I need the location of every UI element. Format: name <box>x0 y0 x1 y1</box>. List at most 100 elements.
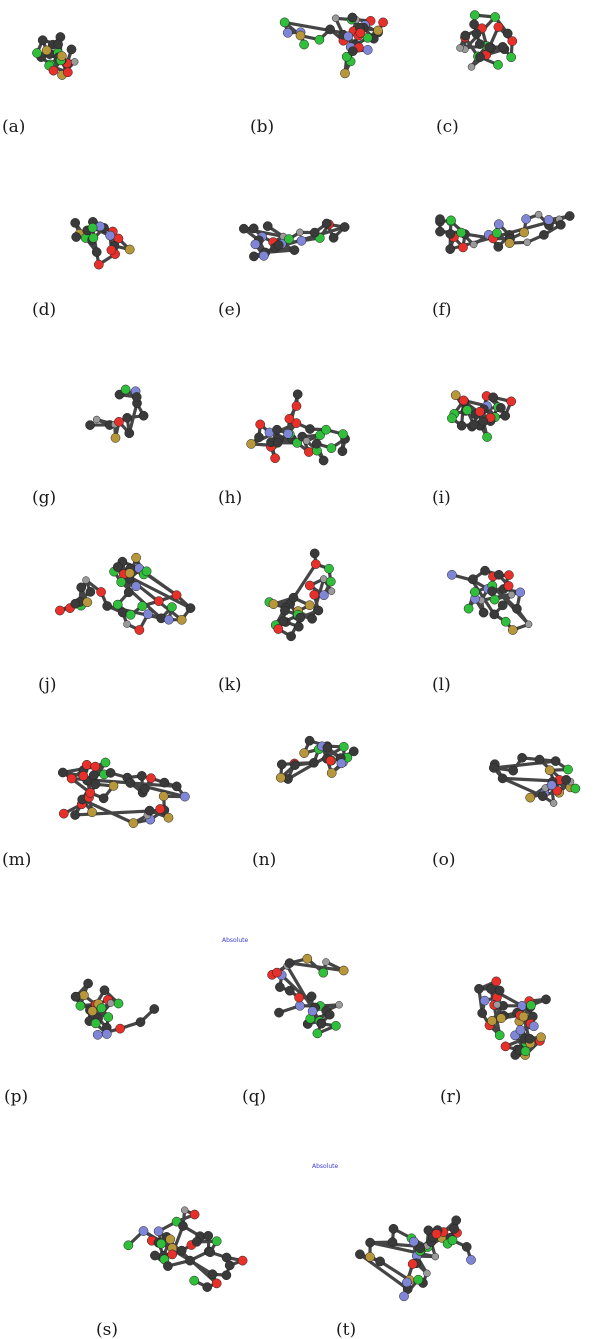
atom <box>113 998 124 1009</box>
atom <box>563 764 573 775</box>
atom <box>131 581 141 592</box>
atom <box>497 600 508 611</box>
atom <box>246 439 257 449</box>
atom <box>125 778 136 788</box>
atom <box>347 46 358 57</box>
atom <box>306 991 317 1002</box>
atom <box>528 1021 539 1032</box>
atom <box>526 1000 536 1011</box>
atom <box>515 587 526 598</box>
atom <box>521 214 531 224</box>
atom <box>78 771 89 781</box>
atom <box>58 808 69 819</box>
atom <box>311 438 322 449</box>
atom <box>90 761 101 772</box>
atom <box>326 768 337 778</box>
atom <box>447 413 457 424</box>
atom <box>96 1003 107 1014</box>
atom <box>98 793 109 804</box>
atom <box>123 587 134 598</box>
atom <box>138 410 149 421</box>
atom <box>276 759 287 770</box>
atom <box>338 965 349 976</box>
atom <box>106 245 117 255</box>
atom <box>307 613 317 624</box>
atom <box>462 405 473 415</box>
bond <box>492 759 558 770</box>
atom <box>62 67 73 78</box>
atom <box>87 1006 98 1016</box>
atom <box>479 995 490 1006</box>
atom <box>507 625 518 635</box>
atom <box>471 28 482 39</box>
atom <box>321 424 331 435</box>
atom <box>355 28 366 38</box>
atom <box>125 609 136 620</box>
panel-label: (q) <box>242 1087 266 1107</box>
atom <box>159 777 170 788</box>
atom <box>138 1226 149 1236</box>
atom <box>477 1008 488 1018</box>
atom <box>458 242 468 253</box>
atom <box>167 1249 178 1260</box>
panel-label: (m) <box>2 850 31 870</box>
atom <box>284 413 295 424</box>
atom <box>500 1041 511 1052</box>
bond <box>273 225 347 250</box>
atom <box>324 563 334 574</box>
atom <box>105 230 116 241</box>
atom <box>515 1025 526 1035</box>
atom <box>544 765 555 776</box>
atom <box>108 781 119 791</box>
atom <box>185 603 196 613</box>
atom <box>304 735 315 746</box>
atom <box>318 455 329 466</box>
panel-label: (s) <box>96 1320 118 1339</box>
atom <box>41 45 52 56</box>
bond <box>128 781 187 799</box>
atom <box>189 1275 200 1286</box>
atom <box>561 774 572 785</box>
atom <box>525 792 536 803</box>
atom <box>492 228 502 239</box>
atom <box>316 1018 327 1029</box>
atom <box>388 1223 399 1234</box>
atom <box>255 419 266 430</box>
atom <box>291 401 302 411</box>
panel-o: (o) <box>432 752 581 870</box>
atom <box>335 1001 343 1009</box>
atom <box>290 760 300 770</box>
atom <box>446 215 456 226</box>
atom <box>503 581 514 591</box>
atom <box>325 24 335 35</box>
atom <box>70 598 81 609</box>
panel-i: (i) <box>432 390 517 508</box>
atom <box>469 587 480 597</box>
atom <box>258 250 269 261</box>
atom <box>139 784 150 794</box>
atom <box>375 1256 385 1267</box>
atom <box>494 569 504 580</box>
atom <box>355 1249 365 1260</box>
atom <box>268 599 279 609</box>
atom <box>319 590 329 601</box>
atom <box>488 392 499 403</box>
atom <box>491 976 502 987</box>
atom <box>57 767 68 778</box>
atom <box>66 44 77 55</box>
atom <box>273 240 284 250</box>
atom <box>156 1238 167 1249</box>
panel-label: (c) <box>436 117 459 137</box>
atom <box>507 590 516 599</box>
panel-label: (f) <box>432 300 452 320</box>
atom <box>456 44 464 52</box>
atom <box>341 51 352 62</box>
atom <box>70 991 81 1002</box>
atom <box>112 562 123 572</box>
panel-j: (j) <box>38 552 196 695</box>
panel-label: (g) <box>32 488 56 508</box>
atom <box>150 1250 160 1261</box>
atom <box>211 1278 222 1289</box>
atom <box>302 953 313 964</box>
